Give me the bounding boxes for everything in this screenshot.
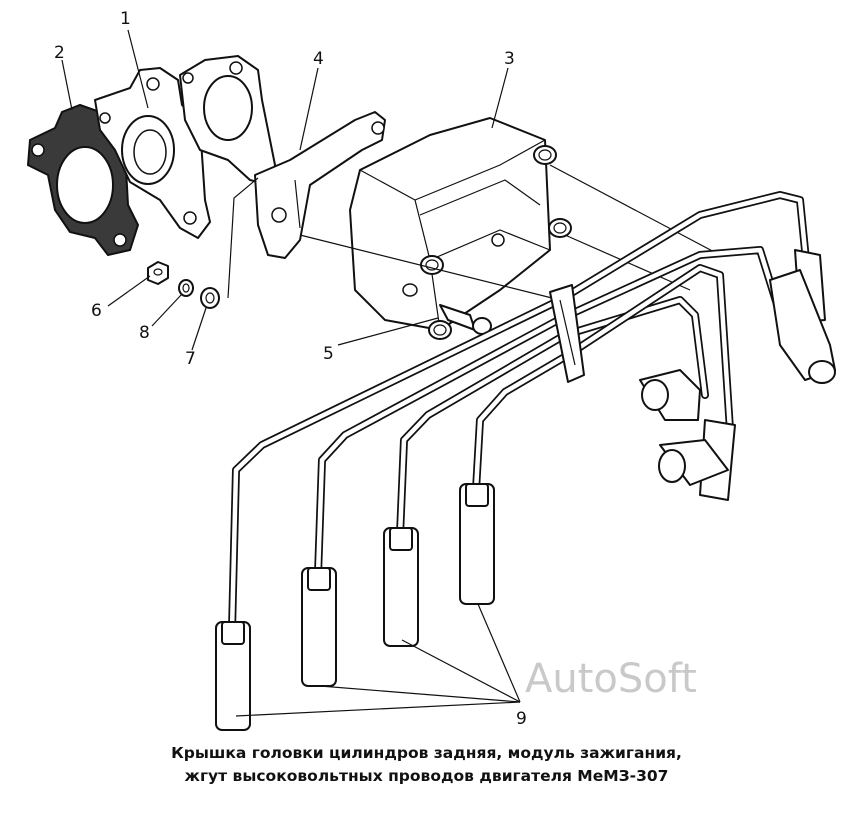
callout-8: 8 <box>139 323 150 343</box>
callout-1: 1 <box>120 9 131 29</box>
wire-harness-part-9 <box>228 191 810 634</box>
rear-cover-part-1 <box>94 67 211 239</box>
callout-leaders <box>61 29 521 717</box>
bracket-part-4 <box>254 111 386 259</box>
washer-part-8 <box>178 279 194 297</box>
ignition-module-part-3 <box>349 117 572 340</box>
nut-part-6 <box>147 261 169 285</box>
caption-line-1: Крышка головки цилиндров задняя, модуль … <box>171 744 682 762</box>
callout-9: 9 <box>516 709 527 729</box>
washer-part-7 <box>200 287 220 309</box>
watermark: AutoSoft <box>525 656 697 702</box>
callout-4: 4 <box>313 49 324 69</box>
callout-6: 6 <box>91 301 102 321</box>
figure-caption: Крышка головки цилиндров задняя, модуль … <box>0 742 853 788</box>
caption-line-2: жгут высоковольтных проводов двигателя М… <box>184 767 669 785</box>
callout-5: 5 <box>323 344 334 364</box>
bolt-part-5 <box>439 304 492 335</box>
callout-3: 3 <box>504 49 515 69</box>
callout-7: 7 <box>185 349 196 369</box>
plug-boots-lower <box>215 483 495 731</box>
coil-connectors-right <box>639 249 836 501</box>
callout-2: 2 <box>54 43 65 63</box>
